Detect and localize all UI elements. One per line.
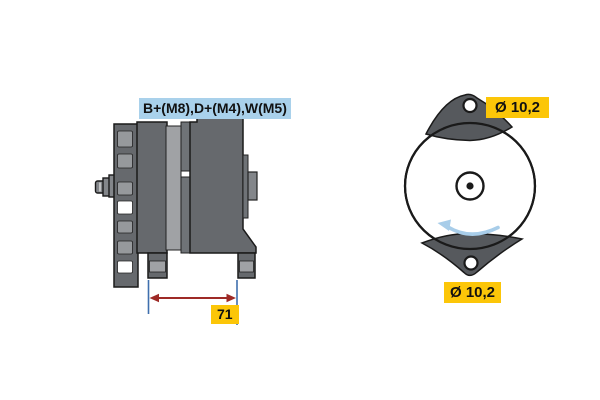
drive-end-housing	[189, 117, 257, 254]
terminal-plate	[242, 154, 249, 219]
mounting-foot-left-bushing	[149, 260, 166, 273]
rotation-arrow-icon	[437, 219, 500, 236]
top-hole-diameter-label: Ø 10,2	[486, 97, 550, 118]
shaft	[94, 174, 117, 198]
side-view	[94, 117, 258, 325]
vent-slot	[117, 181, 133, 196]
housing-rib-top	[180, 121, 191, 172]
rear-view-rim	[403, 121, 537, 251]
vent-slot	[117, 240, 133, 255]
mounting-hole-bottom	[463, 255, 479, 271]
vent-slot	[117, 130, 133, 148]
housing	[136, 117, 258, 254]
rear-view	[403, 93, 537, 277]
terminal-stud	[247, 171, 258, 201]
mounting-foot-right-bushing	[239, 260, 254, 273]
shaft-center-dot	[466, 182, 474, 190]
stator-band	[165, 125, 182, 251]
vent-slot-open	[117, 260, 133, 274]
dimension-71	[147, 280, 238, 325]
mounting-hole-top	[462, 97, 478, 114]
dimension-arrowhead-left	[149, 293, 159, 303]
mounting-feet	[147, 252, 256, 279]
terminals-label: B+(M8),D+(M4),W(M5)	[139, 98, 291, 119]
bottom-hole-diameter-label: Ø 10,2	[444, 282, 502, 303]
dimension-arrowhead-right	[226, 293, 236, 303]
vent-slot	[117, 220, 133, 234]
dimension-value-label: 71	[211, 305, 239, 324]
housing-rib-bottom	[180, 176, 191, 254]
rear-end-cap	[113, 123, 139, 288]
vent-slot	[117, 153, 133, 169]
rear-housing-block	[136, 121, 168, 254]
vent-slot-open	[117, 200, 133, 215]
